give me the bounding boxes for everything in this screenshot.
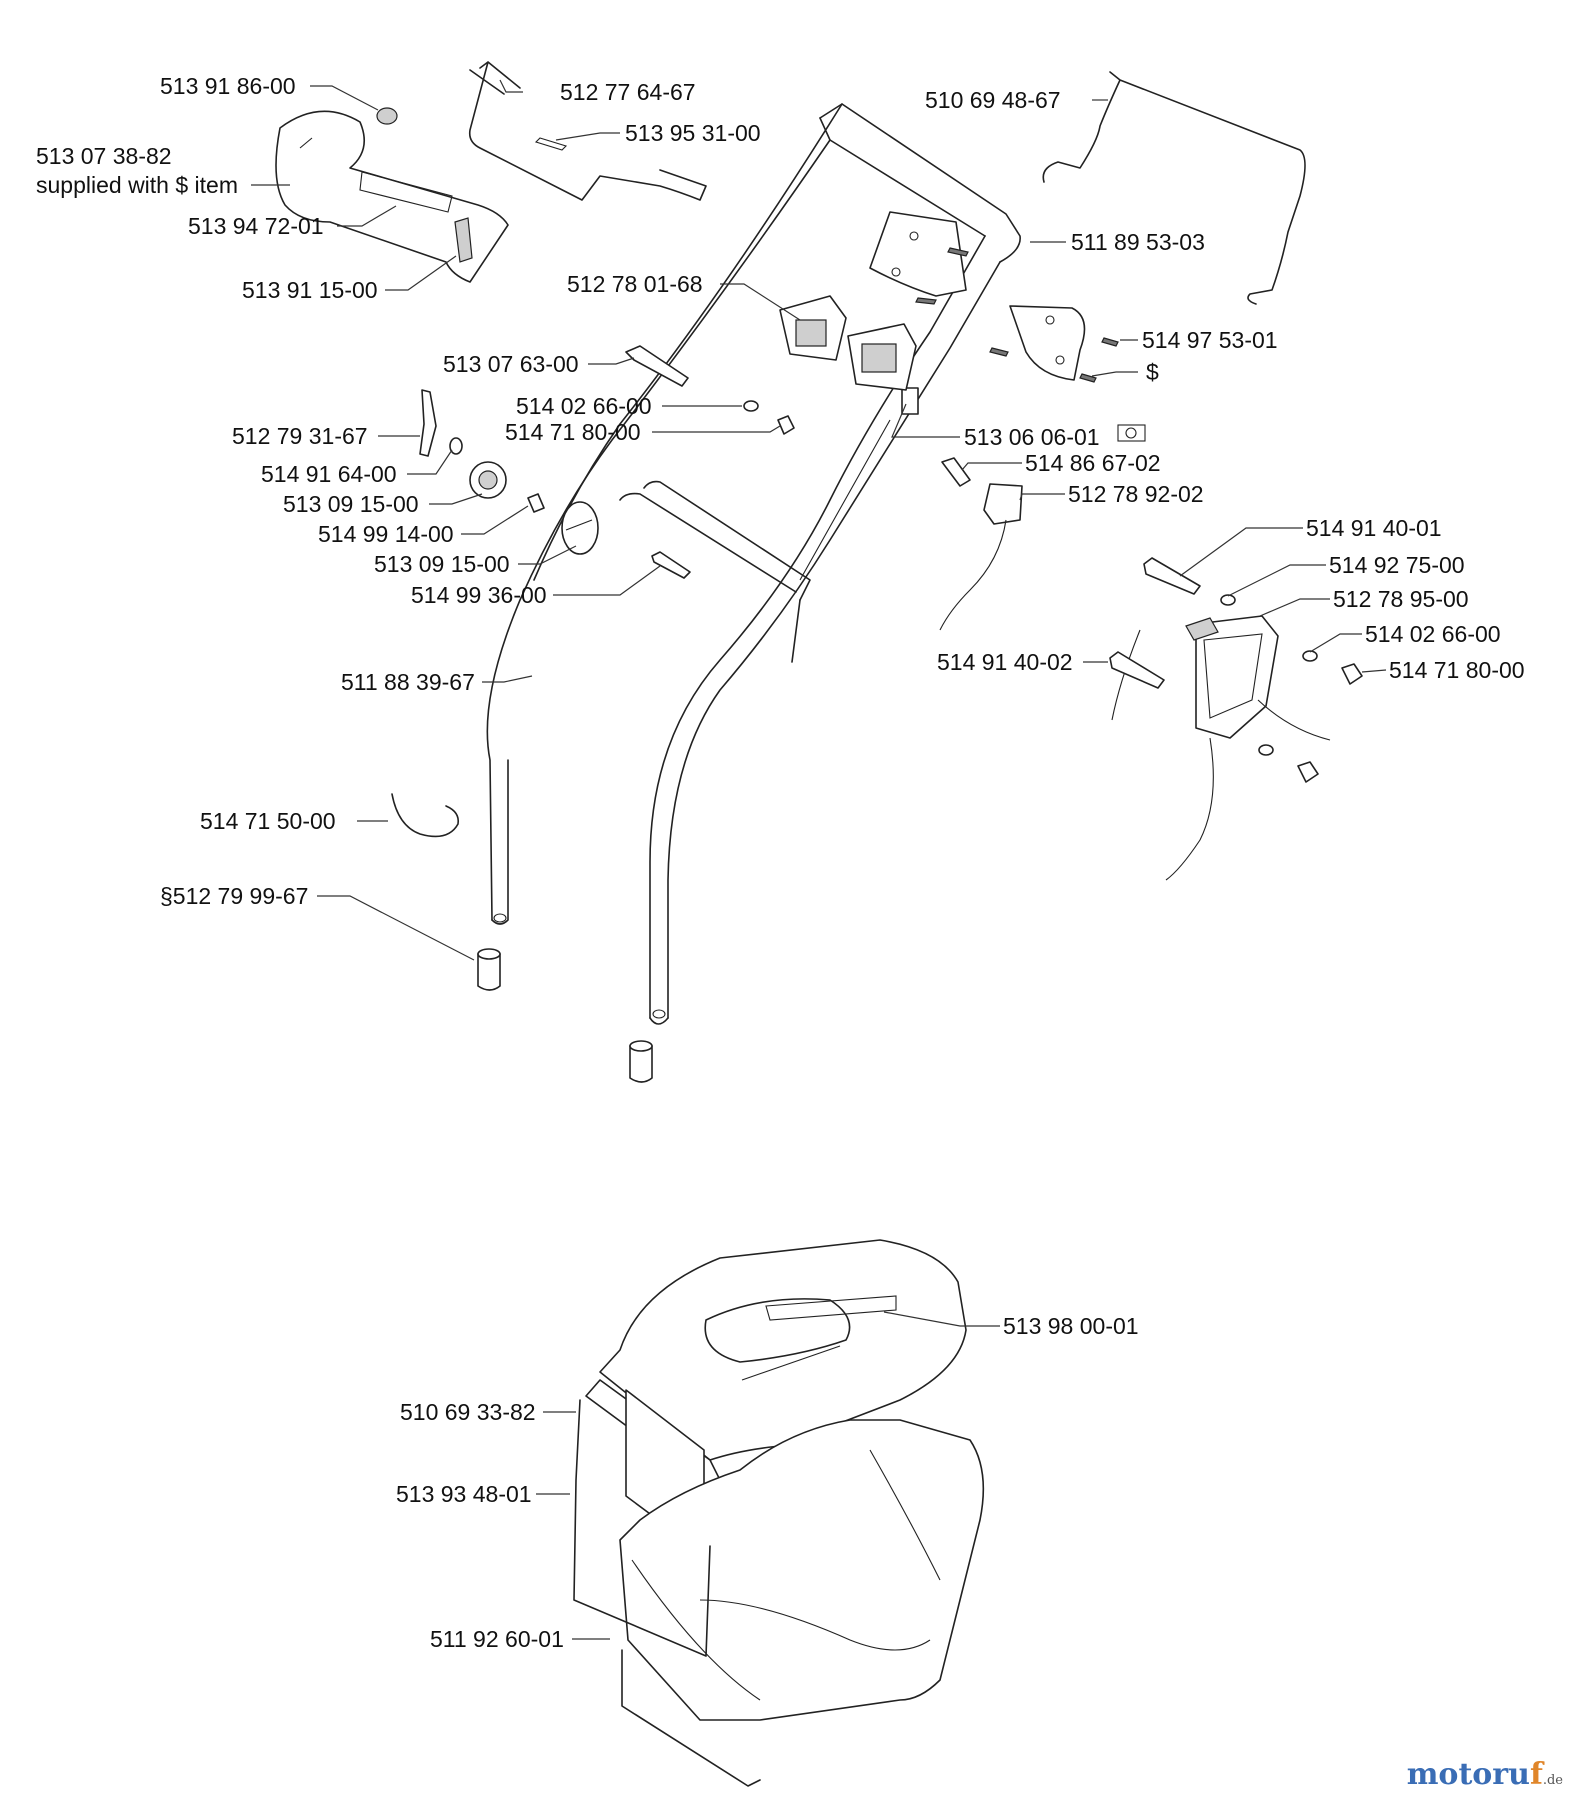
part-labels: 513 91 86-00 512 77 64-67 513 95 31-00 5… (36, 73, 1525, 1652)
spacer-sleeve-2 (629, 1040, 653, 1083)
bail-wire-left (468, 61, 707, 201)
part-label-514715000: 514 71 50-00 (200, 808, 336, 834)
handle-grip-drawing (275, 107, 509, 283)
part-label-510693382: 510 69 33-82 (400, 1399, 536, 1425)
part-label-512799967: §512 79 99-67 (160, 883, 308, 909)
part-label-513911500: 513 91 15-00 (242, 277, 378, 303)
part-label-511926001: 511 92 60-01 (430, 1626, 564, 1652)
part-label-supplied-note: supplied with $ item (36, 172, 238, 198)
part-label-512776467: 512 77 64-67 (560, 79, 696, 105)
part-label-514718000-b: 514 71 80-00 (1389, 657, 1525, 683)
handle-frame-drawing (486, 103, 1021, 1025)
part-label-514993600: 514 99 36-00 (411, 582, 547, 608)
bolt-514914001 (1143, 557, 1201, 595)
part-label-514927500: 514 92 75-00 (1329, 552, 1465, 578)
part-label-513947201: 513 94 72-01 (188, 213, 324, 239)
part-label-513934801: 513 93 48-01 (396, 1481, 532, 1507)
knob-cap (561, 501, 599, 555)
catcher-bag (619, 1419, 985, 1721)
part-label-514991400: 514 99 14-00 (318, 521, 454, 547)
part-label-512789500: 512 78 95-00 (1333, 586, 1469, 612)
grip-cap (376, 107, 398, 125)
part-label-514916400: 514 91 64-00 (261, 461, 397, 487)
part-label-513980001: 513 98 00-01 (1003, 1313, 1139, 1339)
part-label-512780168: 512 78 01-68 (567, 271, 703, 297)
watermark-accent: f (1529, 1757, 1543, 1792)
part-label-514026600-b: 514 02 66-00 (1365, 621, 1501, 647)
part-label-514866702: 514 86 67-02 (1025, 450, 1161, 476)
part-label-510694867: 510 69 48-67 (925, 87, 1061, 113)
part-label-513076300: 513 07 63-00 (443, 351, 579, 377)
part-label-513953100: 513 95 31-00 (625, 120, 761, 146)
part-label-513091500-b: 513 09 15-00 (374, 551, 510, 577)
watermark-logo: motoruf.de (1407, 1757, 1563, 1792)
part-label-514914001: 514 91 40-01 (1306, 515, 1442, 541)
lower-bracket (1009, 305, 1086, 381)
part-label-512793167: 512 79 31-67 (232, 423, 368, 449)
grass-catcher-drawing (573, 1239, 985, 1787)
wire-clip (391, 793, 460, 838)
part-label-514975301: 514 97 53-01 (1142, 327, 1278, 353)
part-label-dollar-item: $ (1146, 359, 1159, 385)
screw-51499 (651, 551, 691, 579)
switch-plug (941, 457, 971, 487)
watermark-tld: .de (1542, 1773, 1563, 1788)
part-label-512789202: 512 78 92-02 (1068, 481, 1204, 507)
bail-wire-right (1042, 71, 1306, 305)
watermark-main: motoru (1406, 1757, 1530, 1792)
switch-box (1195, 615, 1279, 739)
part-label-513073882: 513 07 38-82 (36, 143, 172, 169)
part-label-513918600: 513 91 86-00 (160, 73, 296, 99)
part-label-514914002: 514 91 40-02 (937, 649, 1073, 675)
upper-bracket (869, 211, 967, 297)
part-label-514026600-a: 514 02 66-00 (516, 393, 652, 419)
clamp-lever (419, 389, 437, 457)
part-label-511883967: 511 88 39-67 (341, 669, 475, 695)
catcher-lid-window (704, 1298, 851, 1363)
leader-lines (251, 79, 1387, 1640)
spacer-sleeve-1 (477, 948, 501, 991)
switch-terminal (983, 483, 1023, 525)
bolt-514914002 (1109, 651, 1165, 689)
part-label-513060601: 513 06 06-01 (964, 424, 1100, 450)
part-label-511895303: 511 89 53-03 (1071, 229, 1205, 255)
part-label-513091500-a: 513 09 15-00 (283, 491, 419, 517)
part-label-514718000-a: 514 71 80-00 (505, 419, 641, 445)
